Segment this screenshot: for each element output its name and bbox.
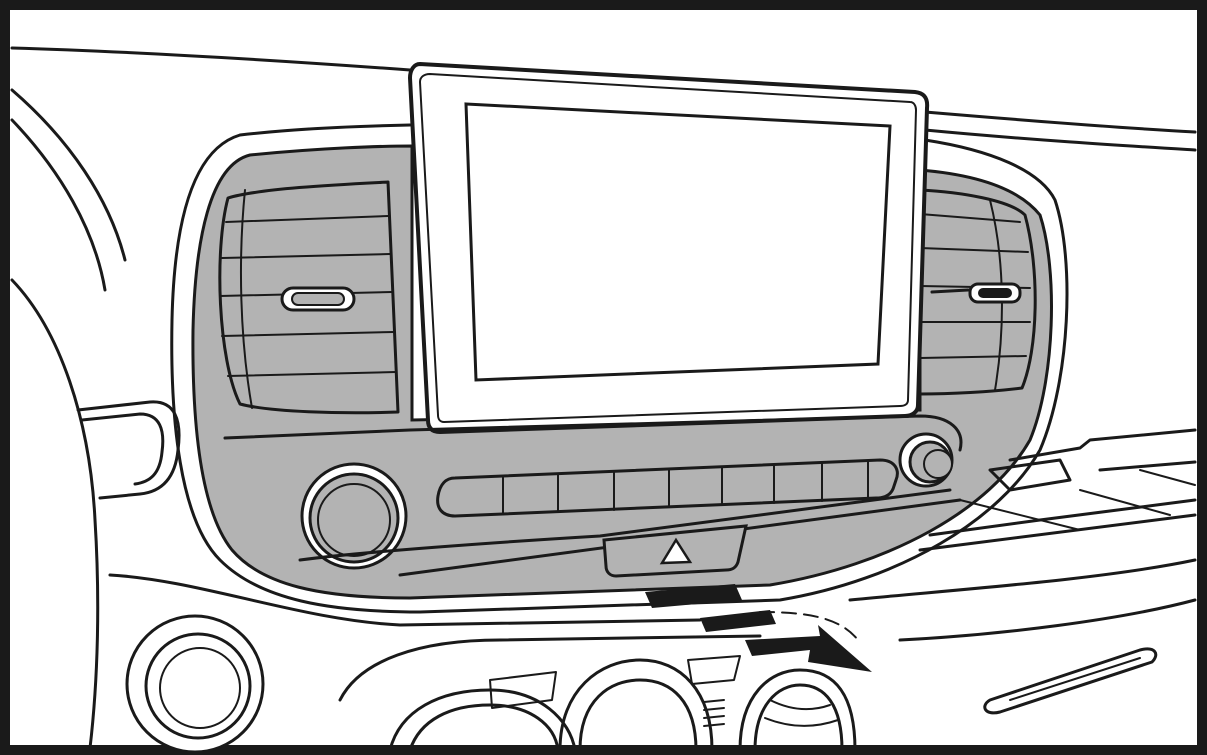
- dashboard-top-edge: [10, 46, 412, 72]
- volume-knob[interactable]: [300, 462, 408, 570]
- display-screen[interactable]: [464, 102, 892, 382]
- climate-button-left[interactable]: [489, 671, 557, 709]
- fan-grille-icon: [703, 699, 725, 727]
- preset-button-row: [436, 458, 899, 518]
- tune-knob[interactable]: [898, 432, 954, 488]
- hazard-triangle-icon: [659, 537, 693, 565]
- hazard-button[interactable]: [602, 524, 748, 578]
- right-air-vent[interactable]: [918, 188, 1037, 396]
- pull-direction-arrow-icon: [645, 584, 872, 672]
- climate-dial-center[interactable]: [558, 658, 714, 752]
- steering-wheel-edge: [10, 278, 100, 750]
- right-storage-slot: [988, 458, 1072, 492]
- bottom-left-round-vent[interactable]: [125, 614, 265, 754]
- climate-button-right[interactable]: [687, 655, 741, 685]
- bezel-outer-contour: [170, 123, 1069, 614]
- climate-dial-right[interactable]: [738, 668, 857, 752]
- left-air-vent[interactable]: [218, 180, 400, 415]
- bottom-right-storage-slot: [983, 647, 1158, 715]
- steering-shroud-line: [10, 88, 127, 262]
- infotainment-display[interactable]: [407, 61, 930, 435]
